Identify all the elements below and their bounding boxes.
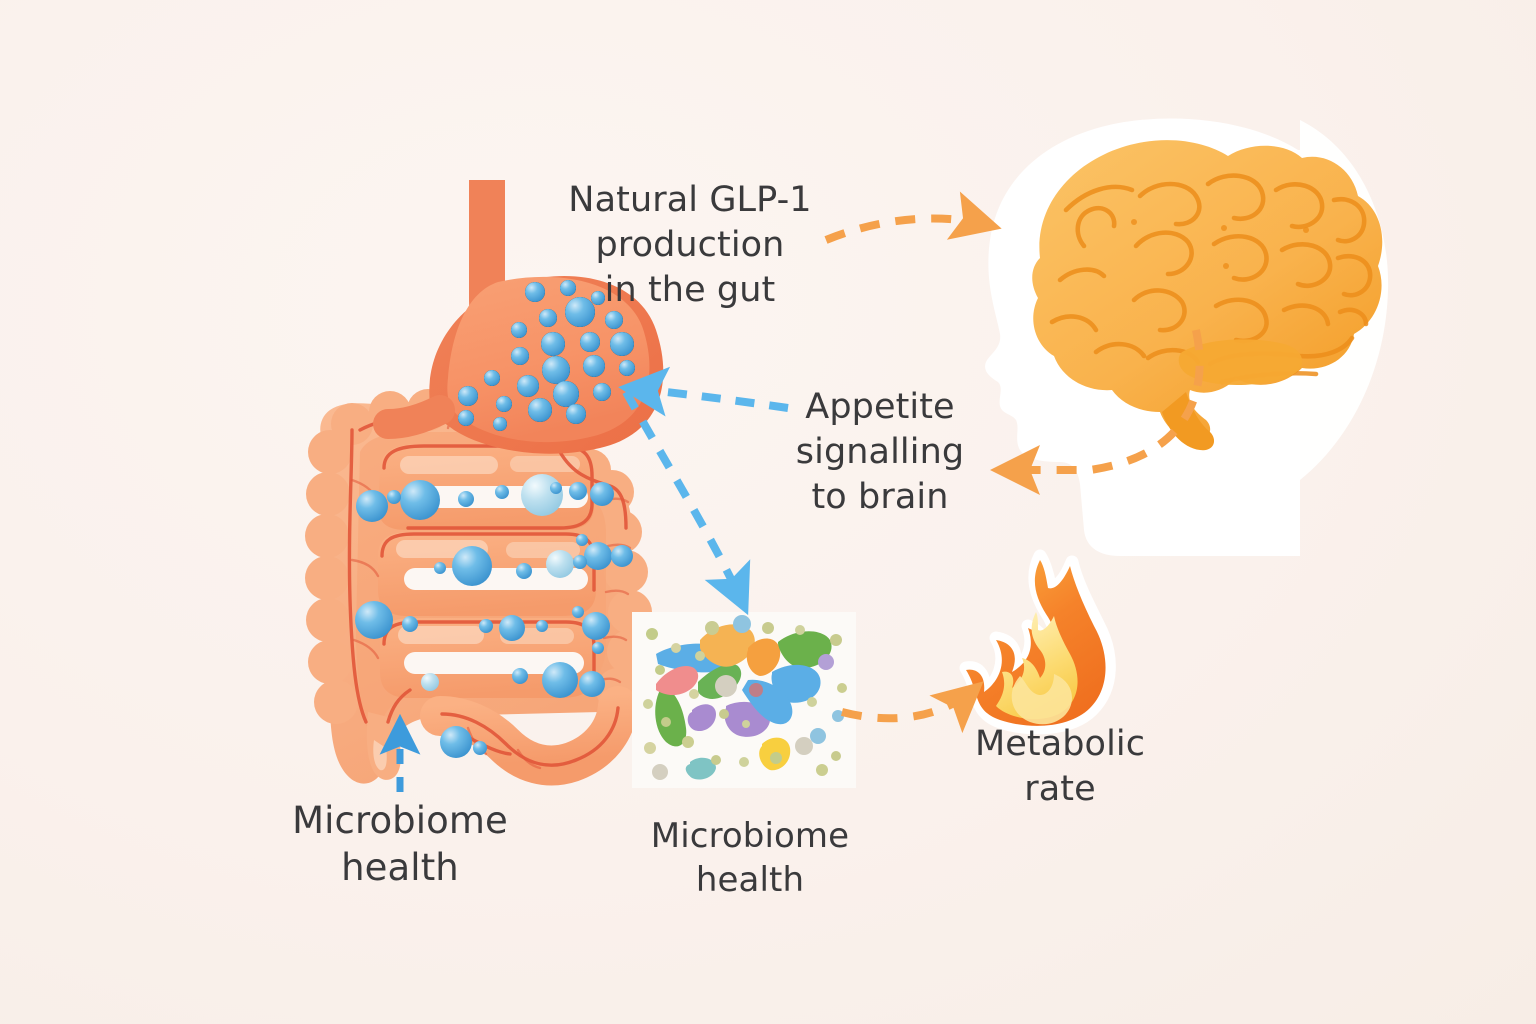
label-microbiome-health-gut: Microbiome health [292,799,508,890]
intestine-illustration [305,389,652,786]
stomach-illustration [373,180,664,454]
label-glp1-production: Natural GLP-1 production in the gut [568,180,812,310]
arrow-microbiome-to-flame [840,681,984,734]
brain-head-illustration [985,118,1389,556]
label-metabolic-rate: Metabolic rate [974,724,1146,809]
flame-illustration [959,549,1116,735]
arrow-appetite-to-microbiome [622,390,751,616]
arrow-gut-to-brain [824,191,1002,244]
label-microbiome-health-panel: Microbiome health [650,816,850,900]
arrow-appetite-to-stomach [618,366,789,417]
microbiome-panel-illustration [632,612,856,788]
arrows-layer [379,191,1204,792]
arrow-brain-to-appetite [990,329,1204,495]
glp1-molecules-intestine [355,474,633,758]
label-appetite-signalling: Appetite signalling to brain [795,387,965,517]
